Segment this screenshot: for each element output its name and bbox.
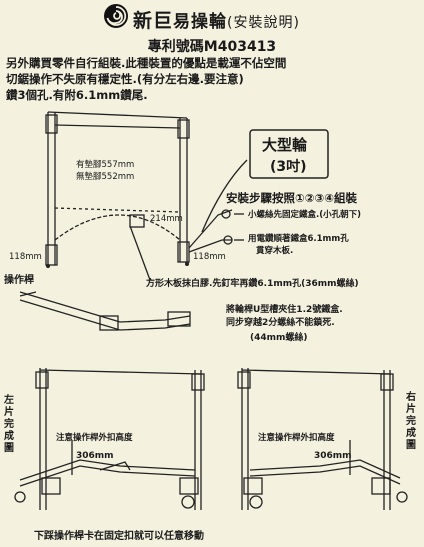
wheel-box-line-1: 大型輪 [262,136,308,154]
lever-label: 操作桿 [4,275,34,286]
patent-number: 專利號碼M403413 [147,39,277,55]
right-done-label: 右片完成圖 [406,392,416,451]
stand-frame-top [45,111,190,266]
dimension-with-pad: 有墊腳557mm [76,160,135,170]
product-name: 易操輪 [173,12,228,32]
left-done-label: 左片完成圖 [4,395,14,454]
left-completed-stand [14,368,205,510]
note-right: 注意操作桿外扣高度 [258,433,335,443]
step-4-text-line-1: 將輪桿U型槽夾住1.2號鐵盒. [226,305,343,315]
dimension-214: 214mm [150,214,183,224]
step-3-text: 方形木板抹白膠.先釘牢再鑽6.1mm孔(36mm螺絲) [146,279,359,289]
step-2-text-line-2: 貫穿木板. [256,246,294,256]
dimension-306-right: 306mm [314,451,352,461]
dimension-306-left: 306mm [76,451,114,461]
description-line-3: 鑽3個孔.有附6.1mm鑽尾. [6,88,148,102]
description-line-2: 切鋸操作不失原有穩定性.(有分左右邊.要注意) [6,72,244,86]
footer-note: 下踩操作桿卡在固定扣就可以任意移動 [34,531,204,542]
brand-name: 新巨 [133,10,174,32]
step-2-text-line-1: 用電鑽順著鐵盒6.1mm孔 [248,234,349,244]
step-4-text-line-2: 同步穿越2分螺絲不能鎖死. [226,318,335,328]
wheel-size-box [249,129,329,179]
right-completed-stand [237,368,408,510]
wheel-box-line-2: (3吋) [270,159,307,175]
dimension-118-right: 118mm [193,252,226,262]
brand-swirl-logo [104,4,128,28]
step-1-text: 小螺絲先固定鐵盒.(小孔朝下) [248,210,361,220]
title-subtitle: (安裝說明) [227,15,300,31]
page-title: 新巨易操輪(安裝說明) [133,6,300,33]
dimension-118-left: 118mm [9,252,42,262]
lever-drawing [19,291,191,331]
steps-title: 安裝步驟按照①②③④組裝 [226,191,357,205]
description-line-1: 另外購買零件自行組裝.此種裝置的優點是載運不佔空間 [6,56,287,70]
step-4-text-line-3: (44mm螺絲) [250,333,308,343]
dimension-no-pad: 無墊腳552mm [76,172,135,182]
note-left: 注意操作桿外扣高度 [56,433,133,443]
